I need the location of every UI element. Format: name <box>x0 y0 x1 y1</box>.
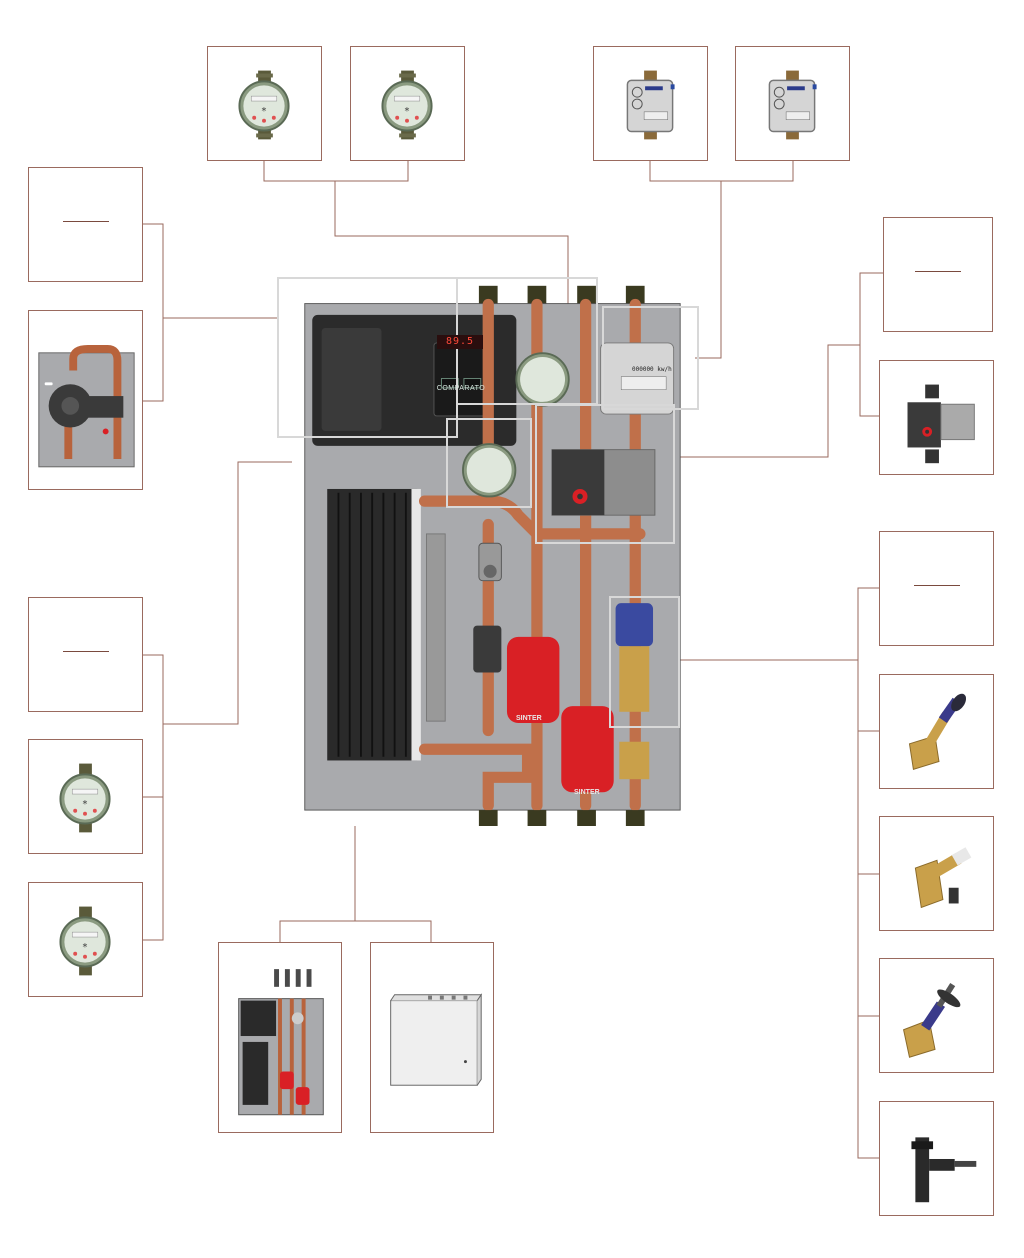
pump-highlight <box>535 404 675 544</box>
shutoff-valve-icon <box>903 982 961 1058</box>
circulator-pump-option-right <box>879 360 994 475</box>
meter-highlight-mid <box>446 418 532 508</box>
circulator-pump-icon <box>38 344 135 468</box>
svg-text:*: * <box>83 942 88 953</box>
bottom-pipe-connections <box>478 810 645 826</box>
valve-highlight <box>609 596 680 728</box>
controller-display: 89.5 <box>437 335 483 349</box>
balancing-valve-option-3 <box>879 958 994 1073</box>
water-meter-option-1: * <box>207 46 322 161</box>
cabinet-icon <box>390 993 483 1086</box>
balancing-valve-option-1 <box>879 674 994 789</box>
balancing-valve-option-2 <box>879 816 994 931</box>
controller-highlight <box>277 277 458 438</box>
pump-option-blank-left <box>28 167 143 282</box>
water-meter-icon: * <box>59 906 111 976</box>
svg-text:*: * <box>262 106 267 117</box>
heat-meter-icon <box>768 70 817 140</box>
valve-option-blank-right <box>879 531 994 646</box>
svg-text:*: * <box>83 799 88 810</box>
sensor-valve-option <box>879 1101 994 1216</box>
heat-meter-highlight <box>602 306 699 410</box>
enclosure-cabinet-option <box>370 942 494 1133</box>
placeholder-dash <box>62 650 109 652</box>
water-meter-icon: * <box>59 763 111 833</box>
heat-meter-icon <box>626 70 675 140</box>
circulator-pump-icon <box>907 384 975 464</box>
water-meter-option-left-2: * <box>28 882 143 997</box>
placeholder-dash <box>62 220 109 222</box>
water-meter-option-2: * <box>350 46 465 161</box>
balancing-valve-icon <box>908 693 967 770</box>
heat-meter-option-1 <box>593 46 708 161</box>
heat-meter-option-2 <box>735 46 850 161</box>
meter-option-blank-left <box>28 597 143 712</box>
heat-meter-reading: 000000 kw/h <box>632 366 672 373</box>
water-meter-icon: * <box>238 70 290 140</box>
zone-valve-label-2: SINTER <box>574 789 600 796</box>
svg-text:*: * <box>405 106 410 117</box>
pump-option-blank-right <box>883 217 993 332</box>
pressure-valve-icon <box>914 847 972 909</box>
water-meter-icon: * <box>381 70 433 140</box>
zone-valve-label-1: SINTER <box>516 715 542 722</box>
placeholder-dash <box>915 270 961 272</box>
water-meter-option-left-1: * <box>28 739 143 854</box>
central-heat-interface-unit <box>304 285 681 826</box>
placeholder-dash <box>913 584 960 586</box>
sensor-tee-icon <box>911 1137 977 1203</box>
station-assembly-option <box>218 942 342 1133</box>
top-pipe-connections <box>478 285 645 305</box>
controller-brand: COMPARATO <box>436 385 486 392</box>
circulator-pump-option-left <box>28 310 143 490</box>
station-assembly-icon <box>238 969 324 1116</box>
